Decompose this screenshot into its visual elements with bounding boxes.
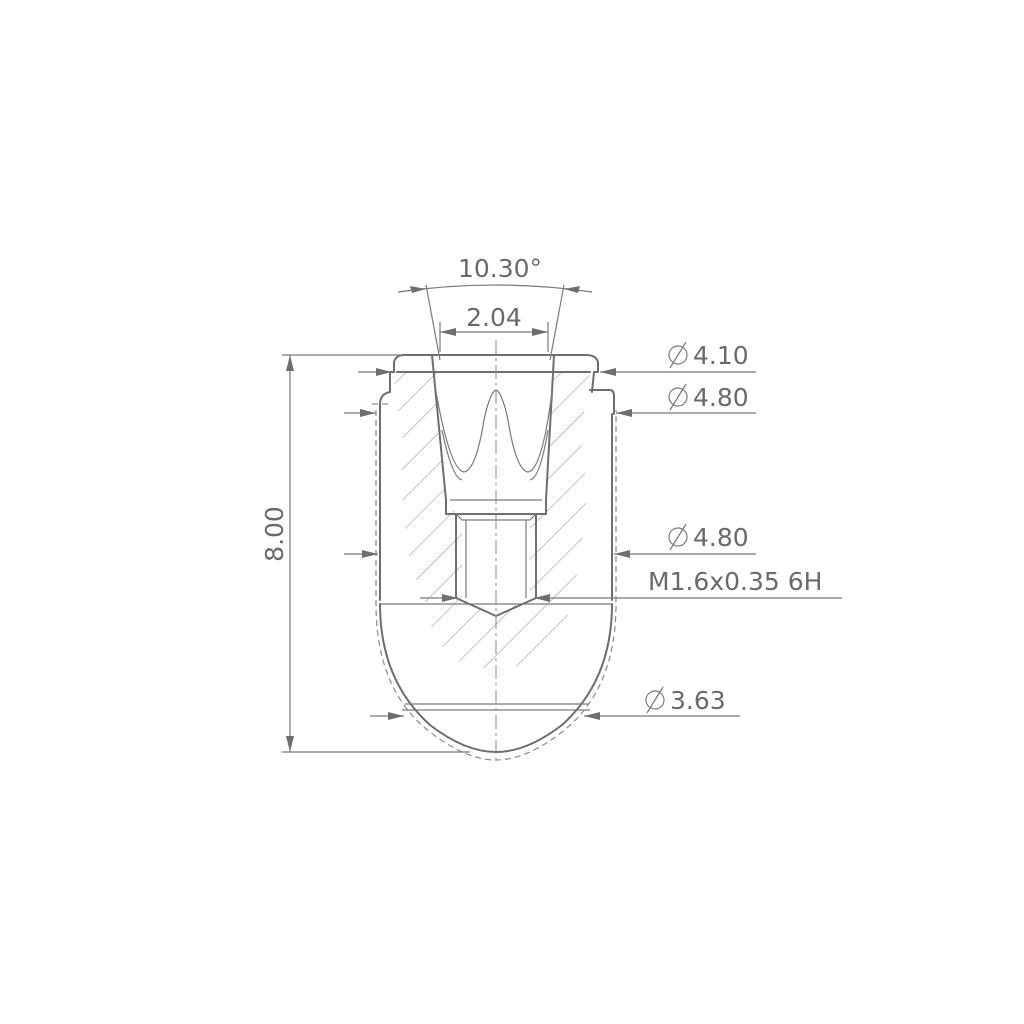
angle-dimension: 10.30° <box>397 254 593 361</box>
dia-tip-dimension: 3.63 <box>370 686 740 720</box>
dia-top-dimension: 4.10 <box>358 341 756 376</box>
hatched-section <box>394 372 590 669</box>
dia-top-label: 4.10 <box>693 341 749 370</box>
dia-body-label: 4.80 <box>693 523 749 552</box>
thread-dimension: M1.6x0.35 6H <box>420 567 842 602</box>
diameter-symbol-icon <box>668 341 688 369</box>
height-label: 8.00 <box>260 506 289 562</box>
thread-label: M1.6x0.35 6H <box>648 567 822 596</box>
diameter-symbol-icon <box>645 686 665 714</box>
dia-body-dimension: 4.80 <box>344 523 756 558</box>
angle-label: 10.30° <box>458 254 542 283</box>
width-label: 2.04 <box>466 303 522 332</box>
width-dimension: 2.04 <box>439 303 549 352</box>
dia-shoulder-dimension: 4.80 <box>344 383 756 417</box>
height-dimension: 8.00 <box>260 354 470 753</box>
tapered-socket <box>431 354 555 515</box>
diameter-symbol-icon <box>668 383 688 411</box>
diameter-symbol-icon <box>668 523 688 551</box>
dia-shoulder-label: 4.80 <box>693 383 749 412</box>
dia-tip-label: 3.63 <box>670 686 726 715</box>
